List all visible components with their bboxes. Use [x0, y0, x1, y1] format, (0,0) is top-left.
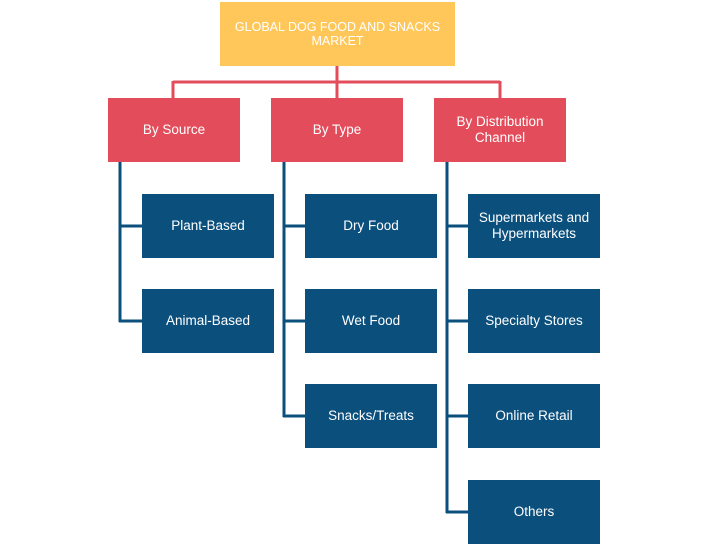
leaf-label: Online Retail	[495, 408, 573, 424]
leaf-plant-based: Plant-Based	[142, 194, 274, 258]
leaf-label: Supermarkets and Hypermarkets	[478, 210, 590, 241]
leaf-label: Specialty Stores	[485, 313, 583, 329]
category-by-type: By Type	[271, 98, 403, 162]
leaf-snacks-treats: Snacks/Treats	[305, 384, 437, 448]
type-connector	[282, 162, 305, 418]
leaf-label: Snacks/Treats	[328, 408, 414, 424]
root-connector	[171, 66, 502, 98]
leaf-online-retail: Online Retail	[468, 384, 600, 448]
leaf-others: Others	[468, 480, 600, 544]
root-label: GLOBAL DOG FOOD AND SNACKS MARKET	[234, 19, 441, 48]
leaf-dry-food: Dry Food	[305, 194, 437, 258]
leaf-wet-food: Wet Food	[305, 289, 437, 353]
channel-connector	[445, 162, 468, 514]
root-node: GLOBAL DOG FOOD AND SNACKS MARKET	[220, 2, 455, 66]
leaf-label: Wet Food	[341, 313, 401, 329]
leaf-label: Others	[513, 504, 555, 520]
leaf-label: Plant-Based	[171, 218, 245, 234]
category-label: By Distribution Channel	[456, 114, 544, 145]
source-connector	[118, 162, 142, 323]
leaf-label: Dry Food	[343, 218, 399, 234]
leaf-specialty-stores: Specialty Stores	[468, 289, 600, 353]
leaf-label: Animal-Based	[165, 313, 251, 329]
leaf-animal-based: Animal-Based	[142, 289, 274, 353]
category-label: By Source	[142, 122, 206, 138]
category-label: By Type	[312, 122, 362, 138]
leaf-supermarkets-hypermarkets: Supermarkets and Hypermarkets	[468, 194, 600, 258]
category-by-distribution-channel: By Distribution Channel	[434, 98, 566, 162]
category-by-source: By Source	[108, 98, 240, 162]
